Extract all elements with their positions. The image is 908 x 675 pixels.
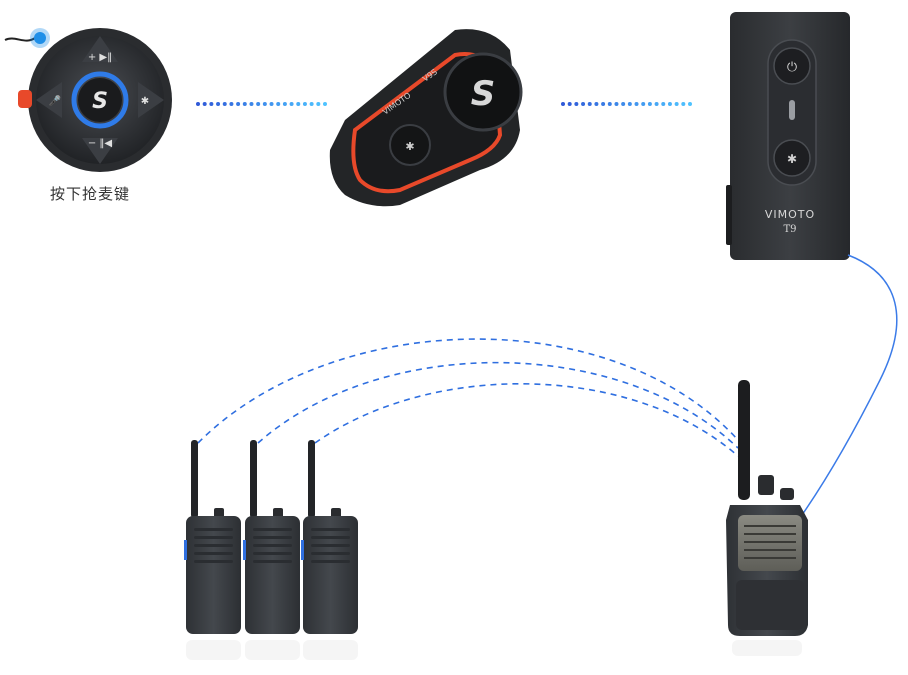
connector-dot (296, 102, 301, 106)
connector-dot (229, 102, 234, 106)
adapter-brand: VIMOTO (765, 208, 815, 221)
logo-s-icon: S (92, 89, 108, 114)
small-walkie-talkie (243, 440, 300, 660)
adapter-cable (794, 254, 898, 526)
connector-dot (614, 102, 619, 106)
headset-small-knob (389, 124, 431, 166)
bluetooth-button (773, 139, 811, 177)
small-walkie-talkie (301, 440, 358, 660)
walkie-talkie-group (184, 440, 358, 660)
connector-dot (567, 102, 572, 106)
connector-dot (581, 102, 586, 106)
connector-dot (222, 102, 227, 106)
main-walkie-talkie (726, 380, 808, 656)
connector-dot (627, 102, 632, 106)
headset-device: S ✱ VIMOTO V9S (329, 29, 523, 207)
connector-dot (681, 102, 686, 106)
headset-logo-icon: S (471, 74, 496, 114)
adapter-device: ⏻ ✱ VIMOTO T9 (726, 12, 850, 260)
connector-dot (634, 102, 639, 106)
main-antenna (738, 380, 750, 500)
connector-dot (216, 102, 221, 106)
connector-dot (289, 102, 294, 106)
connector-dot (262, 102, 267, 106)
small-radio-body (303, 516, 358, 634)
connector-dot (309, 102, 314, 106)
small-radio-body (245, 516, 300, 634)
small-antenna (191, 440, 198, 518)
bluetooth-icon: ✱ (141, 96, 149, 107)
connector-dot (256, 102, 261, 106)
connector-dot (323, 102, 327, 106)
dotted-link-2 (561, 102, 692, 106)
connector-dot (282, 102, 287, 106)
headset-bluetooth-icon: ✱ (405, 140, 414, 153)
small-antenna (308, 440, 315, 518)
connector-dot (674, 102, 679, 106)
connector-dot (574, 102, 579, 106)
connector-dot (654, 102, 659, 106)
main-knob (758, 475, 774, 495)
mic-icon: 🎤 (49, 94, 62, 107)
connector-dot (661, 102, 666, 106)
small-walkie-talkie (184, 440, 241, 660)
connector-dot (667, 102, 672, 106)
power-button (773, 47, 811, 85)
remote-control: + ▶‖ − ‖◀ 🎤 ✱ S (4, 28, 172, 172)
blue-ring (71, 71, 129, 129)
connector-dot (607, 102, 612, 106)
connector-dot (196, 102, 200, 106)
connector-dot (302, 102, 307, 106)
connector-dot (236, 102, 241, 106)
connector-dot (688, 102, 692, 106)
dotted-link-1 (196, 102, 327, 106)
connector-dot (269, 102, 274, 106)
adapter-bluetooth-icon: ✱ (787, 152, 797, 166)
small-antenna (250, 440, 257, 518)
connector-dot (601, 102, 606, 106)
main-reflection (732, 640, 802, 656)
status-led (789, 100, 795, 120)
connector-dot (202, 102, 207, 106)
power-icon: ⏻ (787, 60, 797, 75)
connector-dot (587, 102, 592, 106)
connector-dot (242, 102, 247, 106)
signal-dot-icon (34, 32, 46, 44)
radio-waves (197, 338, 739, 457)
adapter-model: T9 (783, 224, 796, 235)
plus-play-icon: + ▶‖ (88, 52, 112, 63)
remote-caption: 按下抢麦键 (49, 185, 130, 203)
connector-dot (316, 102, 321, 106)
small-radio-body (186, 516, 241, 634)
minus-prev-icon: − ‖◀ (88, 138, 113, 149)
connector-dot (561, 102, 565, 106)
connector-dot (594, 102, 599, 106)
connector-dot (641, 102, 646, 106)
connector-dot (647, 102, 652, 106)
connector-dot (249, 102, 254, 106)
connector-dot (209, 102, 214, 106)
headset-main-knob (443, 52, 523, 132)
connector-dot (276, 102, 281, 106)
connector-dot (621, 102, 626, 106)
orange-side-button (18, 90, 32, 108)
